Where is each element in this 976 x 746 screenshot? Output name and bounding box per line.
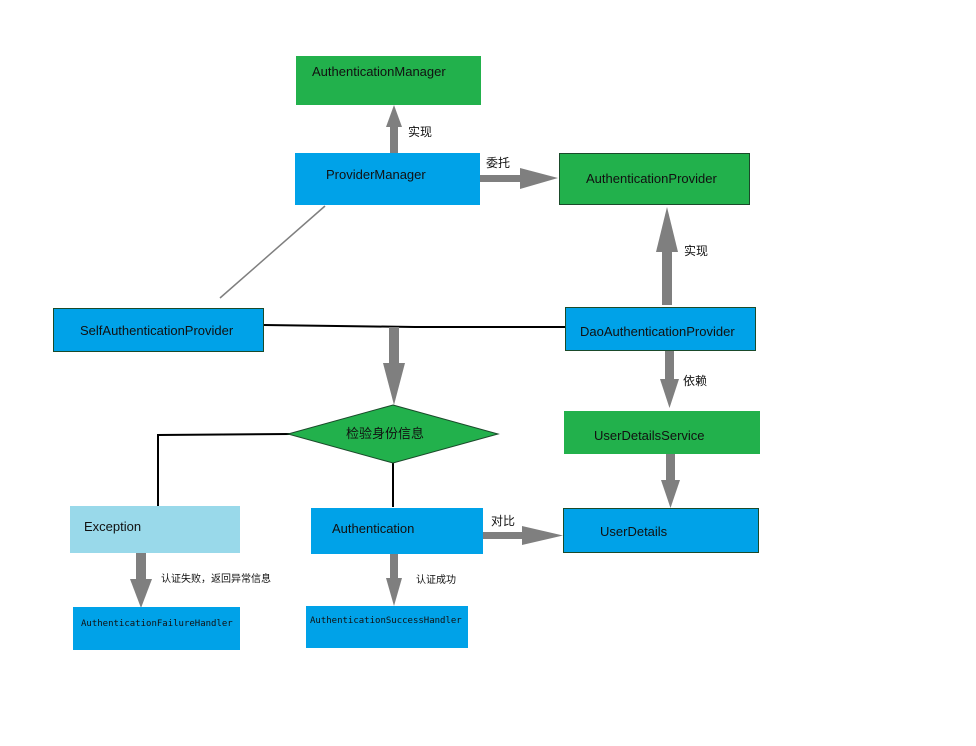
depends-label: 依赖	[683, 374, 708, 388]
success-handler-label: AuthenticationSuccessHandler	[310, 616, 462, 626]
connector-self-dao	[263, 324, 566, 328]
dao-authentication-provider-box: DaoAuthenticationProvider	[565, 307, 756, 351]
arrow-implements-provider	[656, 207, 678, 305]
connector-provider-self	[219, 205, 326, 299]
authentication-provider-label: AuthenticationProvider	[586, 171, 717, 186]
authentication-manager-box: AuthenticationManager	[296, 56, 481, 105]
self-authentication-provider-box: SelfAuthenticationProvider	[53, 308, 264, 352]
implements-provider-label: 实现	[684, 244, 709, 258]
user-details-service-box: UserDetailsService	[564, 411, 760, 454]
compare-label: 对比	[491, 514, 516, 528]
verify-identity-diamond	[286, 404, 500, 464]
arrow-implements-manager	[386, 105, 402, 153]
provider-manager-box: ProviderManager	[295, 153, 480, 205]
user-details-service-label: UserDetailsService	[594, 428, 705, 443]
arrow-service-details	[661, 454, 680, 508]
arrow-compare	[483, 526, 563, 545]
arrow-delegate	[480, 168, 558, 189]
exception-label: Exception	[84, 519, 142, 534]
exception-box: Exception	[70, 506, 240, 553]
auth-success-label: 认证成功	[416, 575, 456, 586]
failure-handler-label: AuthenticationFailureHandler	[81, 619, 233, 629]
implements-manager-label: 实现	[408, 125, 433, 139]
authentication-provider-box: AuthenticationProvider	[559, 153, 750, 205]
provider-manager-label: ProviderManager	[326, 167, 426, 182]
arrow-failure	[130, 553, 152, 608]
user-details-label: UserDetails	[600, 524, 668, 539]
authentication-box: Authentication	[311, 508, 483, 554]
authentication-manager-label: AuthenticationManager	[312, 64, 446, 79]
connector-verify-exception	[157, 433, 291, 506]
success-handler-box: AuthenticationSuccessHandler	[306, 606, 468, 648]
dao-authentication-provider-label: DaoAuthenticationProvider	[580, 324, 735, 339]
arrow-success	[386, 554, 402, 606]
self-authentication-provider-label: SelfAuthenticationProvider	[80, 323, 234, 338]
delegate-label: 委托	[486, 156, 511, 170]
verify-identity-label: 检验身份信息	[346, 426, 424, 442]
arrow-to-verify	[383, 327, 405, 405]
user-details-box: UserDetails	[563, 508, 759, 553]
authentication-label: Authentication	[332, 521, 415, 536]
arrow-depends	[660, 351, 679, 408]
failure-handler-box: AuthenticationFailureHandler	[73, 607, 240, 650]
auth-failure-label: 认证失败，返回异常信息	[161, 574, 271, 585]
